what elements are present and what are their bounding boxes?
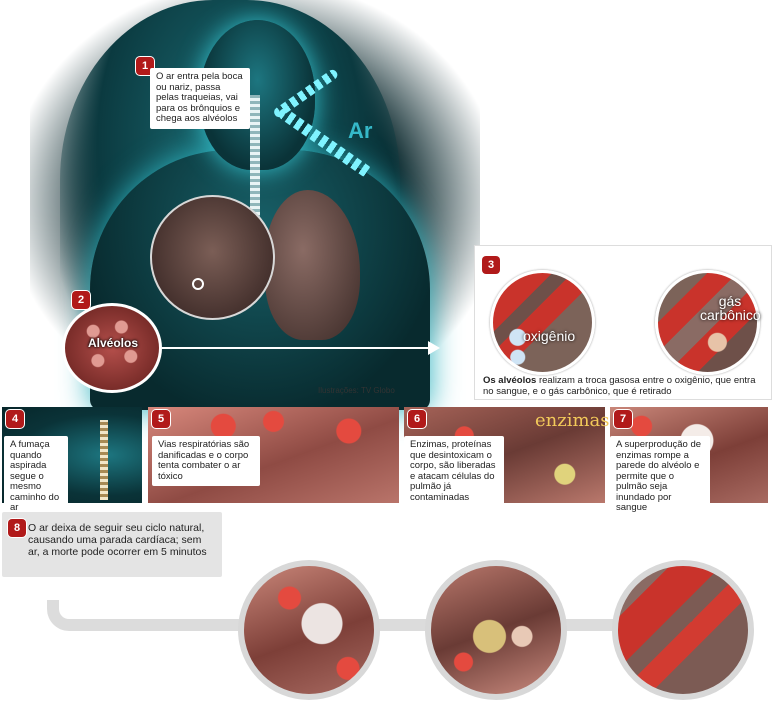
step-8-text: O ar deixa de seguir seu ciclo natural, … bbox=[28, 522, 207, 558]
step-8-badge: 8 bbox=[8, 519, 26, 537]
connector-line bbox=[65, 619, 747, 631]
air-label: Ar bbox=[348, 118, 373, 143]
step-3-text-bold: Os alvéolos bbox=[483, 375, 537, 386]
final-stage-circle-1 bbox=[238, 560, 380, 700]
step-1-text: O ar entra pela boca ou nariz, passa pel… bbox=[150, 68, 250, 129]
step-3-badge: 3 bbox=[482, 256, 500, 274]
step-7-badge: 7 bbox=[614, 410, 632, 428]
step-5-text: Vias respiratórias são danificadas e o c… bbox=[152, 436, 260, 486]
step-3-text-rest: realizam a troca gasosa entre o oxigênio… bbox=[483, 375, 756, 397]
step-8-box bbox=[2, 512, 222, 577]
step-6-text: Enzimas, proteínas que desintoxicam o co… bbox=[404, 436, 504, 507]
step-7-text: A superprodução de enzimas rompe a pared… bbox=[610, 436, 710, 518]
arrow-head bbox=[428, 341, 440, 355]
oxygen-label: oxigênio bbox=[523, 328, 576, 344]
oxygen-exchange-circle bbox=[490, 270, 595, 375]
alveoli-zoom-circle bbox=[62, 303, 162, 393]
step-1-badge: 1 bbox=[136, 57, 154, 75]
step-6-badge: 6 bbox=[408, 410, 426, 428]
co2-label: gás carbônico bbox=[700, 293, 761, 323]
arrow-line bbox=[162, 347, 432, 349]
step-5-badge: 5 bbox=[152, 410, 170, 428]
co2-exchange-circle bbox=[655, 270, 760, 375]
final-stage-circle-2 bbox=[425, 560, 567, 700]
right-lung bbox=[265, 190, 360, 340]
step-4-text: A fumaça quando aspirada segue o mesmo c… bbox=[4, 436, 68, 518]
final-stage-circle-3 bbox=[612, 560, 754, 700]
step-2-badge: 2 bbox=[72, 291, 90, 309]
illustration-credit: Ilustrações: TV Globo bbox=[318, 386, 395, 395]
alveolus-marker bbox=[192, 278, 204, 290]
trachea bbox=[250, 95, 260, 245]
step-4-badge: 4 bbox=[6, 410, 24, 428]
step-3-text: Os alvéolos realizam a troca gasosa entr… bbox=[483, 375, 768, 397]
enzymes-label: enzimas bbox=[535, 410, 610, 431]
smoke-airway bbox=[100, 420, 108, 500]
lung-zoom-circle bbox=[150, 195, 275, 320]
alveoli-label: Alvéolos bbox=[88, 336, 139, 350]
